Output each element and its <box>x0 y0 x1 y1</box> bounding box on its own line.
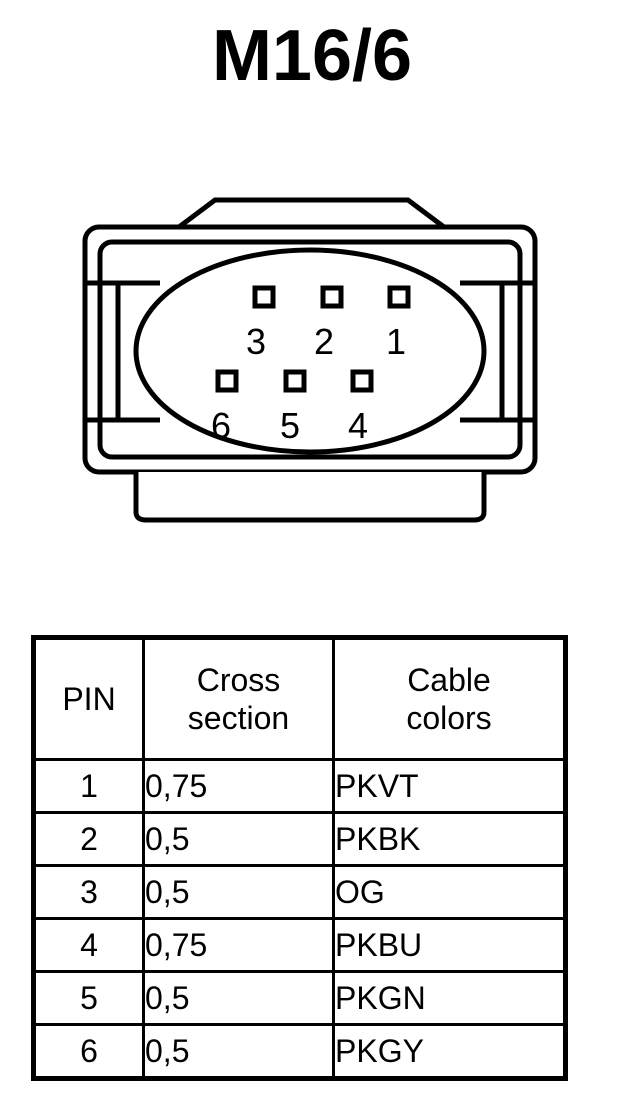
cell-cross-section: 0,5 <box>142 811 335 867</box>
cell-pin: 4 <box>32 917 145 973</box>
cell-cross-section: 0,75 <box>142 917 335 973</box>
cell-cable-color: PKBU <box>332 917 567 973</box>
table-row: 6 0,5 PKGY <box>32 1023 567 1080</box>
column-header-cross-section: Cross section <box>142 636 335 761</box>
cell-cable-color: OG <box>332 864 567 920</box>
pin-label-3: 3 <box>246 321 266 362</box>
pin-label-6: 6 <box>211 405 231 446</box>
table-row: 5 0,5 PKGN <box>32 970 567 1026</box>
page-title: M16/6 <box>211 16 413 96</box>
pin-cavity-4 <box>350 369 374 393</box>
cell-cross-section: 0,5 <box>142 864 335 920</box>
pin-label-2: 2 <box>314 321 334 362</box>
column-header-cross-section-line-2: section <box>187 700 290 736</box>
cell-cross-section: 0,75 <box>142 758 335 814</box>
cell-pin: 1 <box>32 758 145 814</box>
pinout-table-container: PIN Cross section Cable colors 1 0,75 PK… <box>31 635 568 1081</box>
table-header: PIN Cross section Cable colors <box>32 636 567 761</box>
cell-cross-section: 0,5 <box>142 1023 335 1080</box>
column-header-pin: PIN <box>32 636 145 761</box>
cell-cable-color: PKVT <box>332 758 567 814</box>
cell-cable-color: PKGY <box>332 1023 567 1080</box>
column-header-cross-section-line-1: Cross <box>196 662 281 698</box>
cell-cross-section: 0,5 <box>142 970 335 1026</box>
cell-pin: 3 <box>32 864 145 920</box>
table-body: 1 0,75 PKVT 2 0,5 PKBK 3 0,5 OG 4 0,75 P… <box>32 758 567 1080</box>
table-row: 1 0,75 PKVT <box>32 758 567 814</box>
pin-label-1: 1 <box>386 321 406 362</box>
cell-pin: 2 <box>32 811 145 867</box>
pinout-table: PIN Cross section Cable colors 1 0,75 PK… <box>31 635 568 1081</box>
pin-label-4: 4 <box>348 405 368 446</box>
connector-svg: 3 2 1 6 5 4 <box>82 197 538 523</box>
connector-diagram: 3 2 1 6 5 4 <box>0 180 624 540</box>
cell-pin: 5 <box>32 970 145 1026</box>
pin-cavity-5 <box>283 369 307 393</box>
pin-cavity-3 <box>252 285 276 309</box>
pin-label-5: 5 <box>280 405 300 446</box>
column-header-cable-colors: Cable colors <box>332 636 567 761</box>
connector-seal-ellipse <box>133 247 487 455</box>
table-header-row: PIN Cross section Cable colors <box>32 636 567 761</box>
column-header-pin-line-1: PIN <box>62 681 116 717</box>
connector-bottom-tab <box>133 472 487 523</box>
cell-cable-color: PKBK <box>332 811 567 867</box>
cell-pin: 6 <box>32 1023 145 1080</box>
table-row: 4 0,75 PKBU <box>32 917 567 973</box>
pin-cavity-6 <box>215 369 239 393</box>
table-row: 2 0,5 PKBK <box>32 811 567 867</box>
column-header-cable-colors-line-2: colors <box>406 700 492 736</box>
table-row: 3 0,5 OG <box>32 864 567 920</box>
column-header-cable-colors-line-1: Cable <box>407 662 491 698</box>
pin-cavity-1 <box>387 285 411 309</box>
cell-cable-color: PKGN <box>332 970 567 1026</box>
pin-cavity-2 <box>320 285 344 309</box>
